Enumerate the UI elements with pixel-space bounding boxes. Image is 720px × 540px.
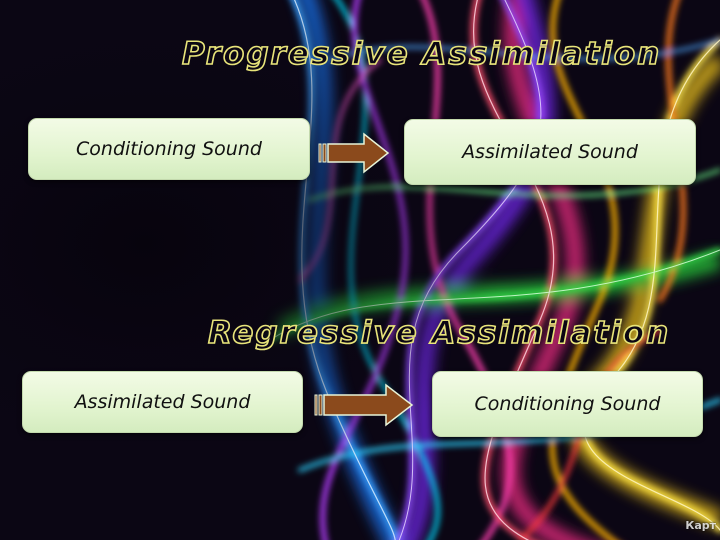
progressive-conditioning-sound-label: Conditioning Sound <box>76 138 262 160</box>
regressive-conditioning-sound-label: Conditioning Sound <box>474 393 661 415</box>
progressive-conditioning-sound-box: Conditioning Sound <box>28 118 310 180</box>
watermark: Карт <box>685 519 716 532</box>
regressive-assimilated-sound-label: Assimilated Sound <box>74 391 251 413</box>
right-arrow-icon <box>314 383 414 427</box>
progressive-assimilated-sound-box: Assimilated Sound <box>404 119 696 185</box>
progressive-assimilated-sound-label: Assimilated Sound <box>462 141 638 163</box>
progressive-assimilation-title: Progressive Assimilation <box>181 35 662 73</box>
right-arrow-icon <box>318 132 390 174</box>
regressive-assimilated-sound-box: Assimilated Sound <box>22 371 303 433</box>
regressive-conditioning-sound-box: Conditioning Sound <box>432 371 703 437</box>
regressive-assimilation-title: Regressive Assimilation <box>207 314 671 352</box>
